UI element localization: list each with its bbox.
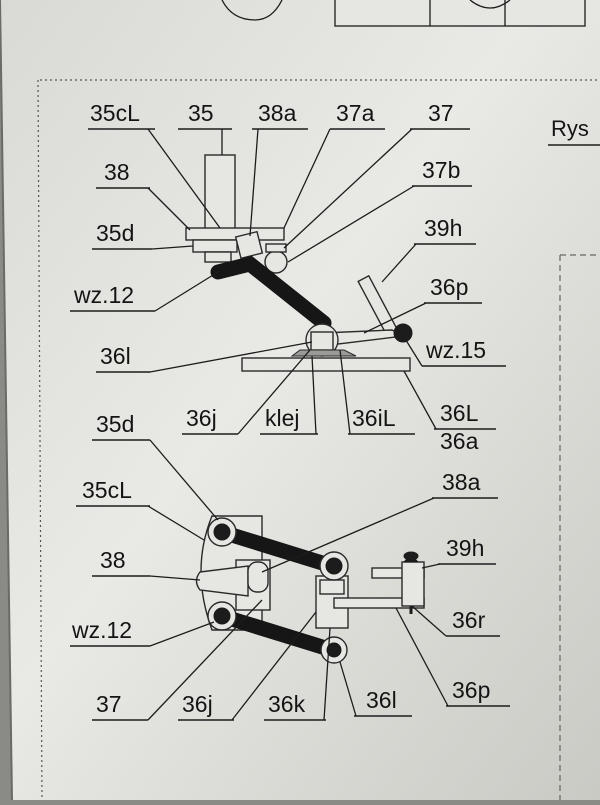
arm-upper xyxy=(214,524,340,574)
bottom-view-drawing xyxy=(195,515,425,664)
top-view-labels: 35cL 35 38a 37a 37 38 37b 35d 39h wz.12 … xyxy=(70,100,506,454)
label-wz12-bottom: wz.12 xyxy=(71,617,132,643)
part-36a-base xyxy=(241,357,411,372)
side-heading: Rys xyxy=(551,116,589,141)
arm-wz12 xyxy=(210,255,332,331)
label-36r-bottom: 36r xyxy=(452,607,486,633)
label-39h-top: 39h xyxy=(424,215,462,241)
label-36l-top: 36l xyxy=(100,343,131,369)
part-wz15-pin xyxy=(393,323,413,343)
label-35cL-top: 35cL xyxy=(90,100,140,126)
label-35cL-bottom: 35cL xyxy=(82,477,132,503)
part-38-plate xyxy=(185,227,285,241)
label-38a-bottom: 38a xyxy=(442,469,481,495)
label-wz15-top: wz.15 xyxy=(425,337,486,363)
part-35d-block xyxy=(192,239,238,253)
label-38-top: 38 xyxy=(104,159,130,185)
part-38a-block xyxy=(234,230,264,260)
label-36iL-top: 36iL xyxy=(352,405,396,431)
arm-lower xyxy=(214,608,340,658)
previous-figure-fragment xyxy=(221,0,586,27)
label-38-bottom: 38 xyxy=(100,547,126,573)
part-38-knob xyxy=(195,565,249,597)
label-35d-top: 35d xyxy=(96,220,134,246)
label-36j-bottom: 36j xyxy=(182,691,213,717)
label-36l-bottom: 36l xyxy=(366,687,397,713)
label-klej-top: klej xyxy=(265,405,300,431)
label-37a-top: 37a xyxy=(336,100,375,126)
label-36j-top: 36j xyxy=(186,405,217,431)
label-36a-top: 36a xyxy=(440,428,479,454)
label-37b-top: 37b xyxy=(422,157,460,183)
bottom-view-labels: 35d 38a 35cL 39h 38 wz.12 36r 37 36j 36k… xyxy=(70,411,510,721)
label-36p-top: 36p xyxy=(430,274,468,300)
label-35-top: 35 xyxy=(188,100,214,126)
dotted-border-left xyxy=(37,79,43,801)
glue-layer xyxy=(290,349,357,357)
label-36p-bottom: 36p xyxy=(452,677,490,703)
label-39h-bottom: 39h xyxy=(446,535,484,561)
part-35-cylinder xyxy=(204,154,236,232)
label-37-bottom: 37 xyxy=(96,691,122,717)
label-35d-bottom: 35d xyxy=(96,411,134,437)
label-38a-top: 38a xyxy=(258,100,297,126)
label-37-top: 37 xyxy=(428,100,454,126)
label-36k-bottom: 36k xyxy=(268,691,306,717)
label-36L-top: 36L xyxy=(440,400,479,426)
label-wz12-top: wz.12 xyxy=(73,282,134,308)
